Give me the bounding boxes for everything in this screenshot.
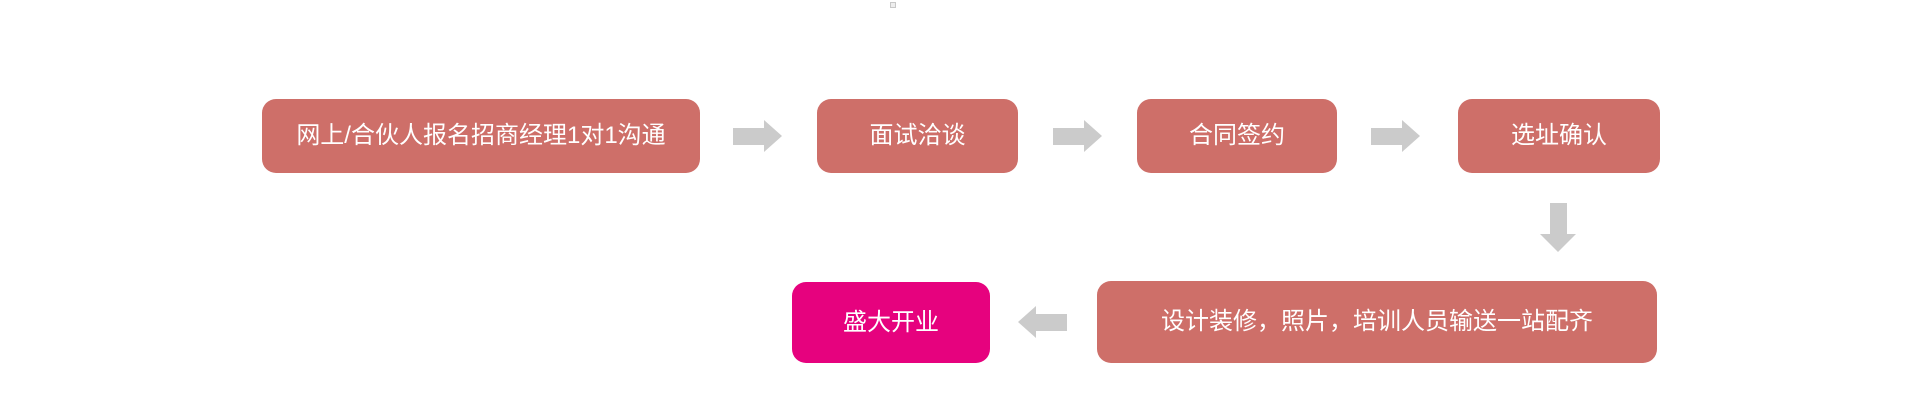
arrow-head xyxy=(1540,234,1576,252)
arrow-shaft xyxy=(1036,314,1067,331)
flow-step-setup-label: 设计装修，照片，培训人员输送一站配齐 xyxy=(1161,308,1593,335)
arrow-head xyxy=(1018,306,1036,338)
arrow-left-icon xyxy=(1018,306,1067,339)
arrow-right-icon xyxy=(1371,120,1420,153)
flow-step-contract: 合同签约 xyxy=(1137,99,1337,173)
flow-step-site: 选址确认 xyxy=(1458,99,1660,173)
arrow-head xyxy=(1402,120,1420,152)
flow-step-signup: 网上/合伙人报名招商经理1对1沟通 xyxy=(262,99,700,173)
arrow-shaft xyxy=(733,128,764,145)
artifact-dot xyxy=(890,2,896,8)
flow-step-opening: 盛大开业 xyxy=(792,282,990,363)
flow-step-interview: 面试洽谈 xyxy=(817,99,1018,173)
flow-step-site-label: 选址确认 xyxy=(1511,122,1607,149)
arrow-head xyxy=(1084,120,1102,152)
flow-step-signup-label: 网上/合伙人报名招商经理1对1沟通 xyxy=(296,122,666,149)
arrow-right-icon xyxy=(1053,120,1102,153)
flow-step-opening-label: 盛大开业 xyxy=(843,308,939,336)
arrow-shaft xyxy=(1550,203,1567,234)
arrow-shaft xyxy=(1053,128,1084,145)
arrow-right-icon xyxy=(733,120,782,153)
arrow-head xyxy=(764,120,782,152)
flow-step-contract-label: 合同签约 xyxy=(1189,122,1285,149)
arrow-shaft xyxy=(1371,128,1402,145)
arrow-down-icon xyxy=(1540,203,1577,252)
flow-step-interview-label: 面试洽谈 xyxy=(869,122,966,149)
flow-step-setup: 设计装修，照片，培训人员输送一站配齐 xyxy=(1097,281,1657,363)
